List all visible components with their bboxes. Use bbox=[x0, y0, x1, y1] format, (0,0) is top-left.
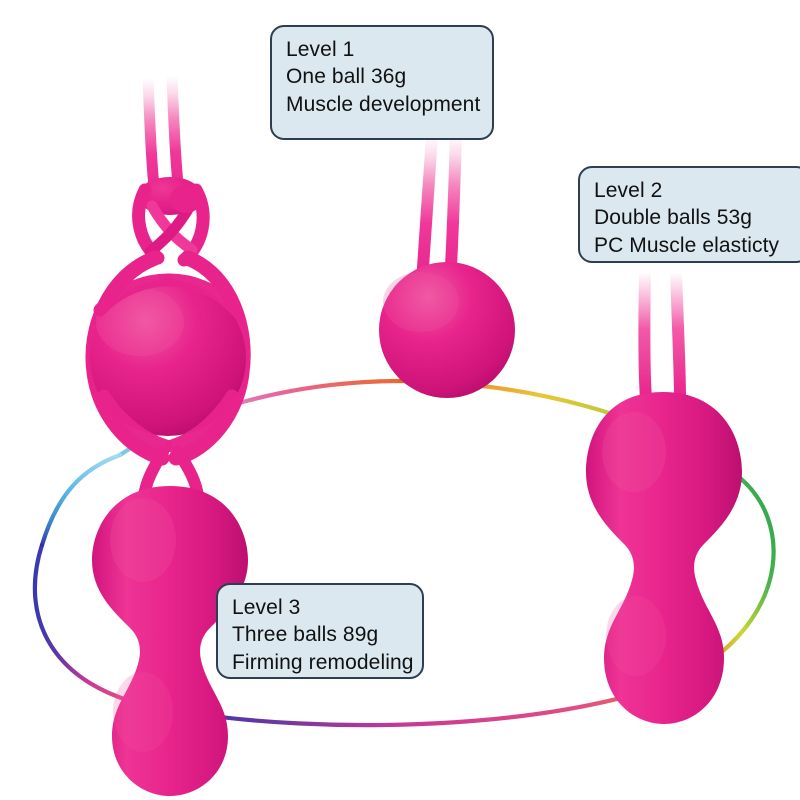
ball-single bbox=[379, 262, 515, 398]
callout-level-1-benefit: Muscle development bbox=[286, 92, 481, 116]
callout-level-2: Level 2 Double balls 53g PC Muscle elast… bbox=[578, 166, 800, 263]
callout-level-2-title: Level 2 bbox=[594, 179, 663, 202]
callout-level-2-spec: Double balls 53g bbox=[594, 206, 753, 230]
lower-two-ball-body bbox=[92, 486, 248, 796]
callout-level-1: Level 1 One ball 36g Muscle development bbox=[270, 25, 494, 140]
callout-level-1-spec: One ball 36g bbox=[286, 65, 407, 89]
ball-top bbox=[90, 280, 246, 436]
callout-level-3-title: Level 3 bbox=[232, 596, 301, 619]
callout-level-3: Level 3 Three balls 89g Firming remodeli… bbox=[216, 583, 424, 679]
callout-level-1-title: Level 1 bbox=[286, 38, 355, 61]
callout-level-3-spec: Three balls 89g bbox=[232, 623, 379, 647]
callout-level-2-benefit: PC Muscle elasticty bbox=[594, 233, 780, 257]
callout-level-3-benefit: Firming remodeling bbox=[232, 650, 414, 674]
two-ball-body bbox=[586, 392, 742, 724]
